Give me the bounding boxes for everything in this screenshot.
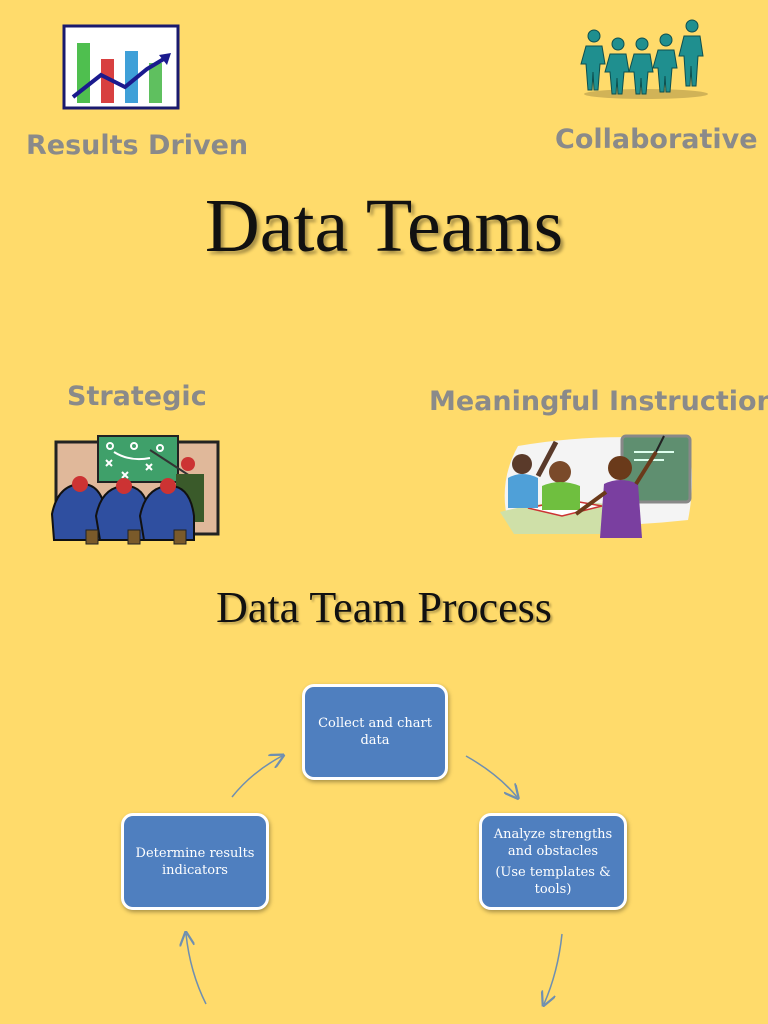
label-strategic: Strategic — [67, 381, 207, 412]
label-results-driven: Results Driven — [26, 130, 249, 161]
page-title: Data Teams — [204, 184, 564, 268]
node-analyze-strengths: Analyze strengths and obstacles (Use tem… — [479, 813, 627, 910]
label-collaborative: Collaborative — [555, 124, 758, 155]
arrow-determine-to-collect — [231, 756, 282, 798]
node-determine-indicators: Determine results indicators — [121, 813, 269, 910]
node-collect-text: Collect and chart data — [318, 716, 432, 748]
bar-chart-icon — [62, 24, 180, 110]
node-analyze-text: Analyze strengths and obstacles — [493, 826, 613, 859]
node-determine-text: Determine results indicators — [135, 845, 255, 878]
node-analyze-note: (Use templates & tools) — [495, 864, 611, 897]
arrow-collect-to-analyze — [465, 755, 517, 797]
process-title: Data Team Process — [216, 583, 552, 632]
node-collect-chart-data: Collect and chart data — [302, 684, 448, 780]
people-chain-icon — [580, 19, 708, 99]
label-meaningful-instruction: Meaningful Instruction — [429, 386, 768, 417]
arrow-analyze-down — [544, 933, 563, 1004]
strategy-meeting-icon — [50, 435, 220, 545]
arrow-up-to-determine — [186, 934, 207, 1005]
classroom-icon — [500, 434, 692, 538]
